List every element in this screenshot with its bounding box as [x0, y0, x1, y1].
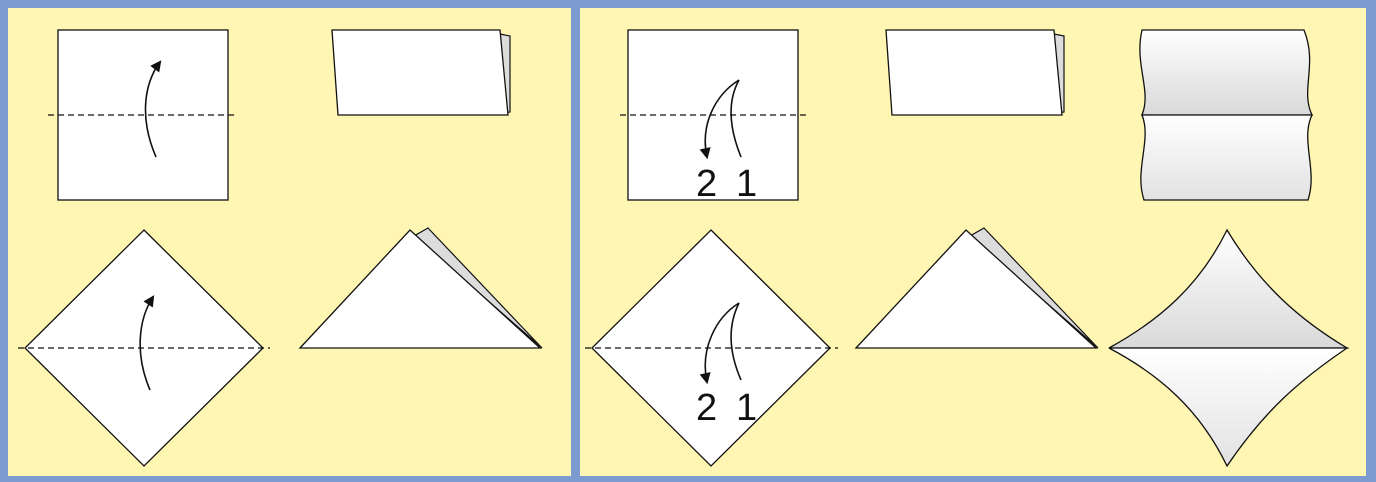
folded-front-layer: [332, 30, 508, 115]
step-label-second: 2: [696, 387, 717, 429]
unfolded-creased-square: [1140, 30, 1312, 200]
folded-rectangle: [886, 30, 1064, 115]
upper-half: [1140, 30, 1312, 115]
square-fold-up: [48, 30, 238, 200]
lower-half: [1141, 115, 1312, 200]
step-label-first: 1: [736, 387, 757, 429]
folded-front-layer: [886, 30, 1062, 115]
folded-rectangle: [332, 30, 510, 115]
square-fold-double: 2 1: [620, 30, 808, 205]
step-label-first: 1: [736, 163, 757, 205]
step-label-second: 2: [696, 163, 717, 205]
